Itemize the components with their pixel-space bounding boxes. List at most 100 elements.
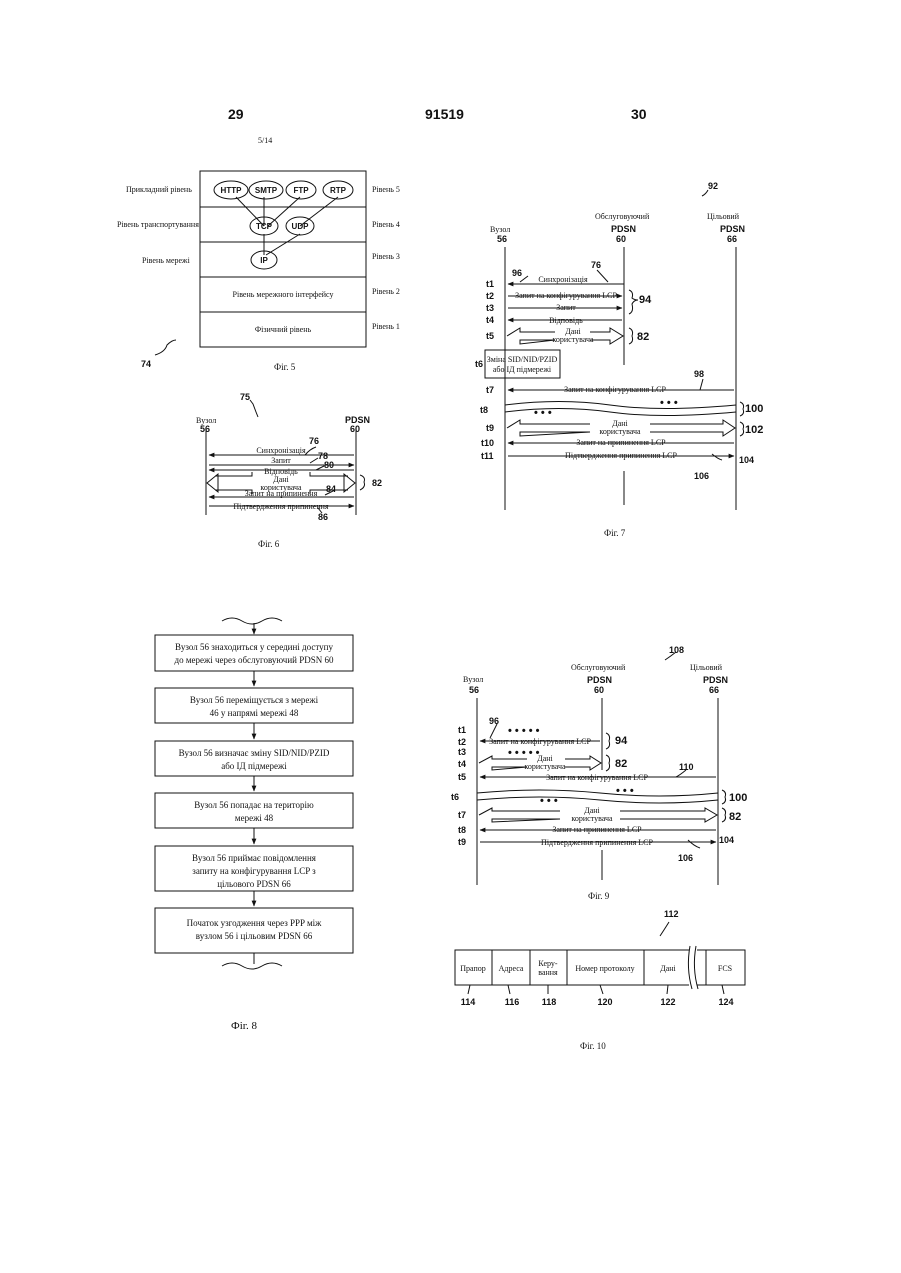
fig7-time: t6 (475, 359, 483, 369)
fig7-ref-76: 76 (591, 260, 601, 270)
fig8-step-5: запиту на конфігурування LCP з (192, 866, 316, 876)
ellipsis: • • • (534, 407, 552, 419)
fig9-message: користувача (524, 762, 566, 771)
fig7-box-line: або ІД підмережі (493, 365, 552, 374)
fig7-message: користувача (552, 335, 594, 344)
fig7-time: t9 (486, 423, 494, 433)
fig9-time: t3 (458, 747, 466, 757)
fig5-protocol: FTP (293, 186, 309, 195)
ellipsis: • • • • • (508, 725, 540, 737)
fig10-field: Прапор (460, 964, 486, 973)
fig5-layer-label: Прикладний рівень (126, 185, 192, 194)
fig8-step-3: Вузол 56 визначає зміну SID/NID/PZID (179, 748, 330, 758)
fig9-ref: 108 (669, 645, 684, 655)
fig5-level-label: Рівень 3 (372, 252, 400, 261)
fig5-layer-label: Рівень мережі (142, 256, 191, 265)
fig9-message: Запит на припинення LCP (552, 825, 642, 834)
fig7-time: t5 (486, 331, 494, 341)
fig7-ref-96: 96 (512, 268, 522, 278)
fig8-step-4: мережі 48 (235, 813, 274, 823)
fig8-step-1: до мережі через обслуговуючий PDSN 60 (175, 655, 334, 665)
fig7-ref-102: 102 (745, 424, 763, 436)
fig9-target-pdsn: PDSN (703, 675, 728, 685)
fig8-step-6: Початок узгодження через PPP між (187, 918, 323, 928)
fig6-pdsn-number: 60 (350, 424, 360, 434)
fig8-step-6: вузлом 56 і цільовим PDSN 66 (196, 931, 313, 941)
fig5-level-label: Рівень 2 (372, 287, 400, 296)
fig8-flowchart (155, 618, 353, 969)
fig10-ref-116: 116 (505, 997, 520, 1007)
fig7-time: t1 (486, 279, 494, 289)
ellipsis: • • • (616, 785, 634, 797)
fig5-caption: Фіг. 5 (274, 362, 296, 372)
fig10-field: Адреса (499, 964, 524, 973)
fig9-message: Запит на конфігурування LCP (546, 773, 648, 782)
fig7-time: t7 (486, 385, 494, 395)
fig7-ref-82: 82 (637, 331, 649, 343)
fig9-time: t5 (458, 772, 466, 782)
fig10-field: FCS (718, 964, 732, 973)
fig9-time: t6 (451, 792, 459, 802)
fig6-node-number: 56 (200, 424, 210, 434)
fig5-protocol: SMTP (255, 186, 278, 195)
fig6-caption: Фіг. 6 (258, 539, 280, 549)
fig8-step-4: Вузол 56 попадає на територію (194, 800, 314, 810)
fig7-node-label: Вузол (490, 225, 510, 234)
fig8-step-2: 46 у напрямі мережі 48 (210, 708, 299, 718)
fig9-target-label: Цільовий (690, 663, 723, 672)
fig5-layer-label: Рівень транспортування (117, 220, 199, 229)
fig6-message: Запит на припинення (245, 489, 318, 498)
fig9-ref-110: 110 (679, 762, 694, 772)
fig7-target-label: Цільовий (707, 212, 740, 221)
fig7-target-pdsn: PDSN (720, 224, 745, 234)
fig5-level-label: Рівень 5 (372, 185, 400, 194)
fig9-message: Запит на конфігурування LCP (489, 737, 591, 746)
fig7-time: t8 (480, 405, 488, 415)
fig10-caption: Фіг. 10 (580, 1041, 606, 1051)
fig7-time: t2 (486, 291, 494, 301)
fig7-target-number: 66 (727, 234, 737, 244)
fig7-message: Відповідь (549, 316, 583, 325)
fig9-ref-82b: 82 (729, 811, 741, 823)
fig7-message: Запит на припинення LCP (576, 438, 666, 447)
fig7-node-number: 56 (497, 234, 507, 244)
fig7-time: t3 (486, 303, 494, 313)
fig7-message: Запит на конфігурування LCP (515, 291, 617, 300)
ellipsis: • • • (540, 795, 558, 807)
fig6-message: Запит (271, 456, 291, 465)
fig8-caption: Фіг. 8 (231, 1020, 258, 1032)
fig5-level-label: Рівень 1 (372, 322, 400, 331)
fig7-ref-94: 94 (639, 294, 652, 306)
fig9-ref-96: 96 (489, 716, 499, 726)
fig6-ref-84: 84 (326, 484, 336, 494)
fig9-target-number: 66 (709, 685, 719, 695)
fig5-level-label: Рівень 4 (372, 220, 400, 229)
fig10-frame-diagram (455, 922, 745, 994)
fig10-ref-118: 118 (542, 997, 557, 1007)
fig10-ref: 112 (664, 909, 679, 919)
fig7-sequence-diagram (485, 190, 744, 510)
fig7-message: Запит (556, 303, 576, 312)
fig8-step-5: Вузол 56 приймає повідомлення (192, 853, 316, 863)
fig5-protocol: IP (260, 256, 268, 265)
fig7-ref-106: 106 (694, 471, 709, 481)
fig10-field: Дані (660, 964, 676, 973)
fig9-ref-82: 82 (615, 758, 627, 770)
fig7-time: t11 (481, 451, 494, 461)
fig7-time: t4 (486, 315, 494, 325)
fig7-serving-pdsn: PDSN (611, 224, 636, 234)
fig9-caption: Фіг. 9 (588, 891, 610, 901)
fig6-message: Підтвердження припинення (233, 502, 329, 511)
fig10-field: Номер протоколу (575, 964, 634, 973)
fig7-time: t10 (481, 438, 494, 448)
fig7-caption: Фіг. 7 (604, 528, 626, 538)
fig6-ref-76: 76 (309, 436, 319, 446)
fig9-serving-pdsn: PDSN (587, 675, 612, 685)
fig8-step-5: цільового PDSN 66 (217, 879, 291, 889)
fig6-message: Синхронізація (256, 446, 306, 455)
fig5-protocol: HTTP (221, 186, 243, 195)
fig7-ref: 92 (708, 181, 718, 191)
fig7-message: Синхронізація (538, 275, 588, 284)
fig9-ref-106: 106 (678, 853, 693, 863)
